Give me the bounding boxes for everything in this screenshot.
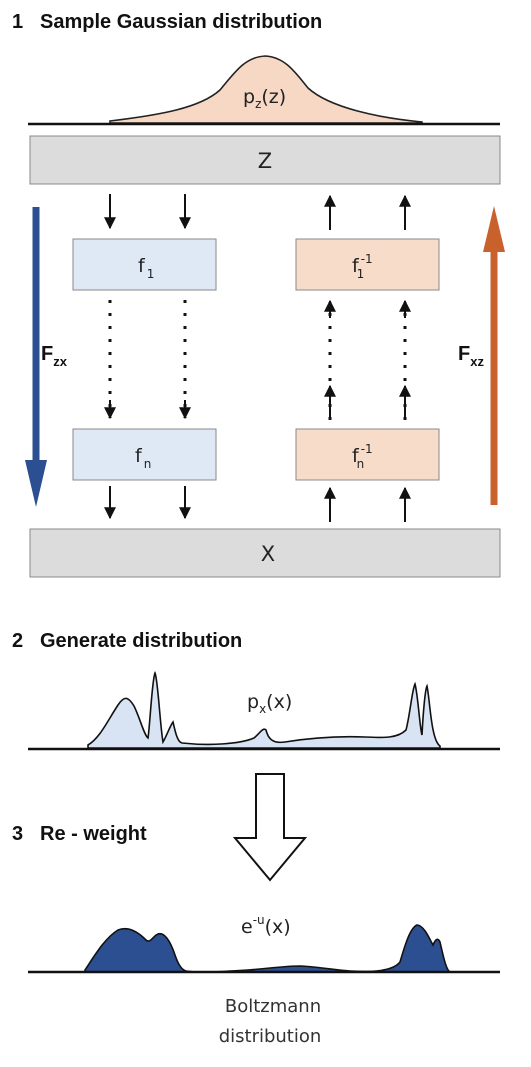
generated-distribution-curve [87, 670, 441, 749]
fzx-arrow-head [25, 460, 47, 507]
step3-number: 3 [12, 823, 23, 845]
step2-number: 2 [12, 630, 23, 652]
fxz-label: Fxz [458, 343, 484, 369]
gaussian-label: pz(z) [243, 86, 286, 111]
inverse-layer-fn-box [295, 428, 440, 481]
forward-layer-fn-box [72, 428, 217, 481]
output-box [29, 528, 501, 578]
latent-box [29, 135, 501, 185]
step1-number: 1 [12, 11, 23, 33]
boltzmann-caption-line1: Boltzmann [225, 996, 321, 1017]
generated-label: px(x) [247, 691, 292, 716]
fzx-label: Fzx [41, 343, 68, 369]
gaussian-curve [109, 55, 423, 124]
output-box-label: X [261, 542, 275, 566]
forward-layer-f1-box [72, 238, 217, 291]
inverse-layer-f1-box [295, 238, 440, 291]
step3-title: Re - weight [40, 823, 147, 845]
boltzmann-distribution-curve [84, 924, 451, 973]
boltzmann-caption-line2: distribution [219, 1026, 322, 1047]
fxz-arrow-head [483, 206, 505, 252]
step2-title: Generate distribution [40, 630, 242, 652]
boltzmann-label: e-u(x) [241, 913, 291, 938]
step1-title: Sample Gaussian distribution [40, 11, 322, 33]
hollow-down-arrow-icon [232, 773, 308, 882]
latent-box-label: Z [258, 149, 272, 173]
